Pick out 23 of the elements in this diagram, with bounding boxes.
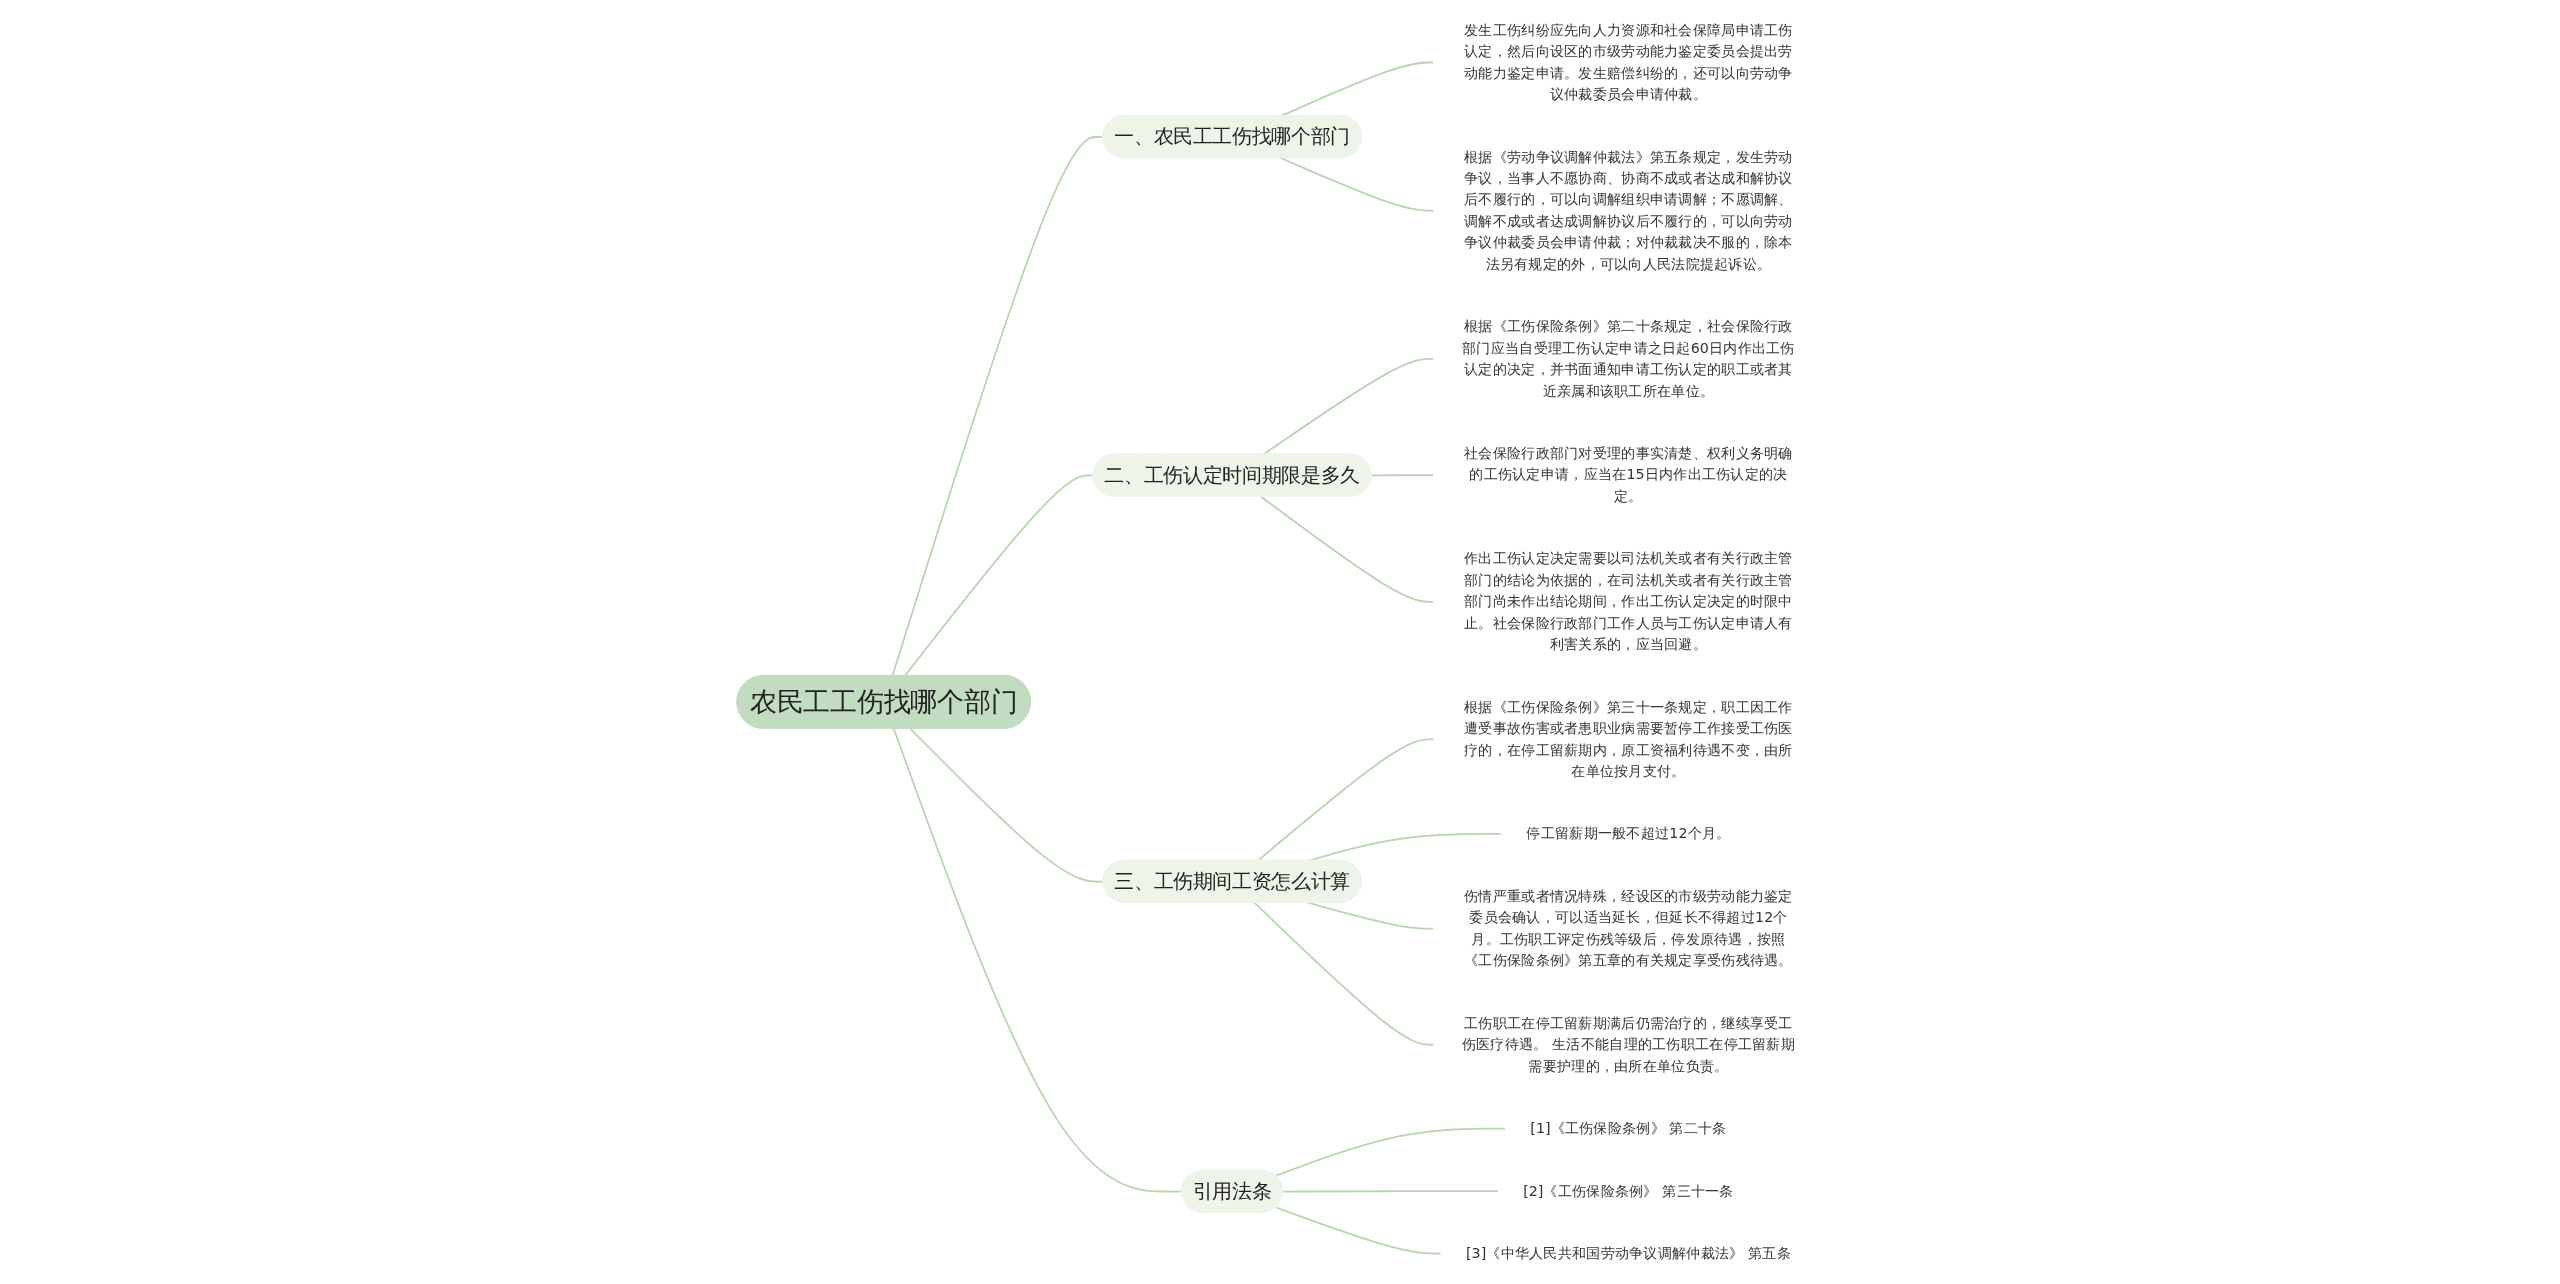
connector (1256, 738, 1435, 862)
connector (892, 727, 1183, 1193)
connector (1259, 495, 1435, 603)
node-text: [1]《工伤保险条例》 第二十条 (1530, 1119, 1727, 1137)
connector (1307, 901, 1435, 930)
node-text: [3]《中华人民共和国劳动争议调解仲裁法》 第五条 (1466, 1244, 1791, 1262)
node-text: 发生工伤纠纷应先向人力资源和社会保障局申请工伤认定，然后向设区的市级劳动能力鉴定委员会提出劳动能力鉴定申请。发生赔偿纠纷的，还可以向劳动争议仲裁委员会申请仲裁。 (1464, 21, 1793, 103)
connector (1279, 157, 1435, 212)
node-text: 停工留薪期一般不超过12个月。 (1526, 825, 1731, 843)
node-text: 根据《劳动争议调解仲裁法》第五条规定，发生劳动争议，当事人不愿协商、协商不成或者达成和解协议后不履行的，可以向调解组织申请调解；不愿调解、调解不成或者达成调解协议后不履行的，可以向劳动争议仲裁委员会申请仲裁；对仲裁裁决不服的，除本法另有规定的外，可以向人民法院提起诉讼。 (1464, 148, 1793, 273)
node-text: [2]《工伤保险条例》 第三十一条 (1523, 1182, 1734, 1200)
node-text: 根据《工伤保险条例》第二十条规定，社会保险行政部门应当自受理工伤认定申请之日起60日内作出工伤认定的决定，并书面通知申请工伤认定的职工或者其近亲属和该职工所在单位。 (1462, 317, 1795, 400)
connector (1370, 474, 1435, 477)
node-text: 作出工伤认定决定需要以司法机关或者有关行政主管部门的结论为依据的，在司法机关或者有关行政主管部门尚未作出结论期间，作出工伤认定决定的时限中止。社会保险行政部门工作人员与工伤认定申请人有利害关系的，应当回避。 (1464, 550, 1793, 653)
connector (1262, 358, 1435, 456)
node-text: 伤情严重或者情况特殊，经设区的市级劳动能力鉴定委员会确认，可以适当延长，但延长不得超过12个月。工伤职工评定伤残等级后，停发原待遇，按照《工伤保险条例》第五章的有关规定享受伤残待遇。 (1464, 887, 1793, 969)
connector (1275, 1127, 1507, 1177)
node-text: 工伤职工在停工留薪期满后仍需治疗的，继续享受工伤医疗待遇。 生活不能自理的工伤职工在停工留薪期需要护理的，由所在单位负责。 (1461, 1014, 1795, 1075)
node-text: 社会保险行政部门对受理的事实清楚、权利义务明确的工伤认定申请，应当在15日内作出工伤认定的决定。 (1464, 444, 1793, 505)
connector (1253, 901, 1435, 1046)
connector (1275, 1206, 1442, 1255)
connector (1282, 1190, 1500, 1193)
node-text: 根据《工伤保险条例》第三十一条规定，职工因工作遭受事故伤害或者患职业病需要暂停工作接受工伤医疗的，在停工留薪期内，原工资福利待遇不变，由所在单位按月支付。 (1464, 698, 1793, 780)
